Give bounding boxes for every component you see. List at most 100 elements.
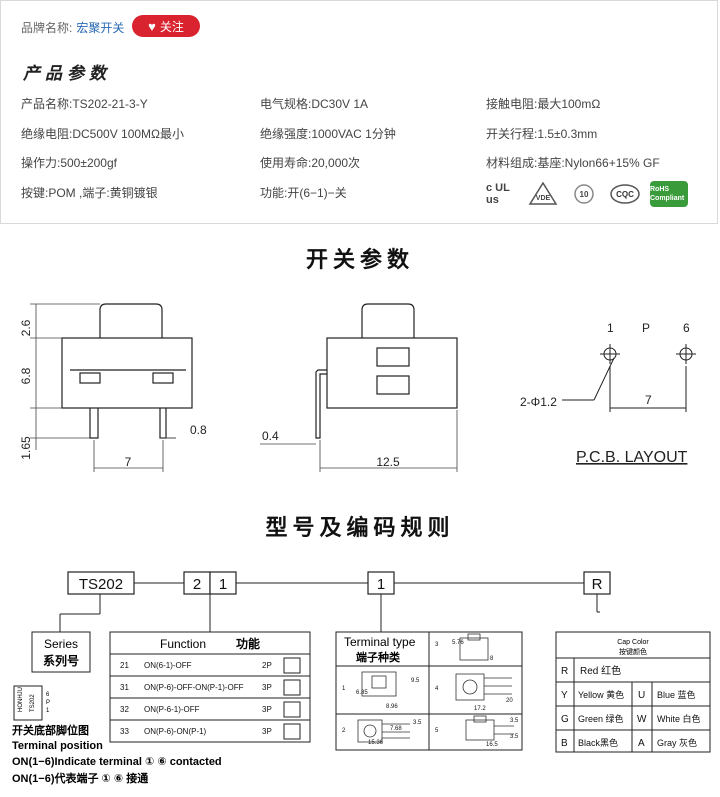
fn-p-32: 3P	[262, 705, 272, 714]
cap-title-cn: 按键颜色	[619, 647, 647, 656]
ul-cert-icon: c UL us	[486, 182, 510, 206]
pcb-pitch: 7	[645, 393, 652, 407]
param-insulation-resistance: 绝缘电阻:DC500V 100MΩ最小	[21, 127, 185, 141]
code-series: TS202	[79, 576, 123, 593]
pcb-pin-p: P	[642, 321, 650, 335]
cap-code-w: W	[637, 714, 647, 725]
code-cap: R	[592, 576, 603, 593]
cap-yellow: Yellow 黄色	[578, 689, 624, 700]
dim-0-4: 0.4	[262, 429, 279, 443]
dim-6-8: 6.8	[19, 367, 33, 384]
cap-code-g: G	[561, 714, 569, 725]
svg-text:3.5: 3.5	[510, 718, 519, 724]
svg-text:3.5: 3.5	[510, 734, 519, 740]
fn-code-33: 33	[120, 727, 129, 736]
code-digit-1: 2	[193, 576, 201, 593]
svg-text:9.5: 9.5	[411, 678, 420, 684]
svg-text:7.68: 7.68	[390, 726, 402, 732]
mini-6: 6	[46, 692, 50, 698]
function-title-cn: 功能	[236, 636, 260, 651]
svg-text:5.76: 5.76	[452, 640, 464, 646]
fn-desc-32: ON(P-6-1)-OFF	[144, 705, 200, 714]
terminal-pos-note-en: ON(1−6)Indicate terminal ① ⑥ contacted	[12, 756, 222, 768]
param-button-terminal: 按键:POM ,端子:黄铜镀银	[21, 186, 158, 200]
follow-label: 关注	[159, 19, 184, 34]
param-electrical: 电气规格:DC30V 1A	[260, 97, 369, 111]
ten-cert-icon: 10	[568, 184, 600, 204]
svg-text:CQC: CQC	[616, 190, 634, 199]
fn-p-31: 3P	[262, 683, 272, 692]
svg-text:15.36: 15.36	[368, 740, 384, 746]
cert-row: c UL us VDE 10 CQC RoHS Compliant	[486, 181, 688, 207]
rohs-cert-icon: RoHS Compliant	[650, 181, 688, 207]
param-force: 操作力:500±200gf	[21, 156, 117, 170]
switch-params-title: 开关参数	[305, 247, 414, 272]
series-en: Series	[44, 637, 78, 651]
cap-code-a: A	[638, 738, 645, 749]
mini-hon: HONHJU	[18, 687, 24, 712]
brand-row: 品牌名称: 宏聚开关	[21, 19, 124, 36]
param-life: 使用寿命:20,000次	[260, 156, 361, 170]
cap-white: White 白色	[657, 713, 701, 724]
param-function: 功能:开(6−1)−关	[260, 186, 347, 200]
param-dielectric: 绝缘强度:1000VAC 1分钟	[260, 127, 396, 141]
dimension-drawing: 2.6 6.8 1.65 0.8 7 0.4 12.5 1 P 6 2-Φ1.2…	[19, 303, 696, 472]
cap-red: Red 红色	[580, 664, 621, 677]
terminal-pos-cn: 开关底部脚位图	[12, 723, 89, 737]
fn-desc-21: ON(6-1)-OFF	[144, 661, 192, 670]
param-material: 材料组成:基座:Nylon66+15% GF	[486, 156, 660, 170]
cap-green: Green 绿色	[578, 713, 624, 724]
dim-12-5: 12.5	[376, 455, 400, 469]
svg-text:10: 10	[580, 190, 589, 199]
brand-label: 品牌名称:	[21, 21, 73, 35]
svg-text:3.5: 3.5	[413, 720, 422, 726]
cap-blue: Blue 蓝色	[657, 689, 696, 700]
cap-title-en: Cap Color	[617, 639, 649, 646]
code-terminal: 1	[377, 576, 385, 593]
mini-p: P	[46, 700, 50, 706]
section-title: 产品参数	[23, 64, 111, 84]
fn-desc-33: ON(P-6)-ON(P-1)	[144, 727, 207, 736]
terminal-type-cn: 端子种类	[356, 650, 401, 664]
fn-p-21: 2P	[262, 661, 272, 670]
vde-cert-icon: VDE	[527, 182, 559, 205]
pcb-pin-1: 1	[607, 321, 614, 335]
terminal-type-en: Terminal type	[344, 635, 416, 649]
fn-code-32: 32	[120, 705, 129, 714]
fn-code-31: 31	[120, 683, 129, 692]
tt-cell-5: 5	[435, 728, 439, 734]
fn-desc-31: ON(P-6)-OFF-ON(P-1)-OFF	[144, 683, 244, 692]
follow-button[interactable]: ♥ 关注	[132, 15, 200, 37]
tt-cell-2: 2	[342, 728, 346, 734]
param-product-name: 产品名称:TS202-21-3-Y	[21, 97, 148, 111]
mini-ts: TS202	[30, 694, 36, 712]
cap-code-r: R	[561, 666, 568, 677]
heart-icon: ♥	[148, 18, 156, 34]
brand-name-link[interactable]: 宏聚开关	[76, 21, 125, 35]
series-cn: 系列号	[43, 653, 79, 668]
cqc-cert-icon: CQC	[609, 184, 641, 204]
function-title-en: Function	[160, 637, 206, 651]
cap-code-b: B	[561, 738, 568, 749]
svg-text:8: 8	[490, 656, 494, 662]
svg-text:20: 20	[506, 698, 513, 704]
coding-title: 型号及编码规则	[265, 515, 455, 540]
tt-cell-3: 3	[435, 642, 439, 648]
terminal-pos-en: Terminal position	[12, 740, 103, 752]
mini-1: 1	[46, 708, 50, 714]
fn-code-21: 21	[120, 661, 129, 670]
svg-text:VDE: VDE	[536, 195, 551, 202]
pcb-hole: 2-Φ1.2	[520, 395, 557, 409]
product-info-card: 品牌名称: 宏聚开关 ♥ 关注 产品参数 产品名称:TS202-21-3-Y 电…	[0, 0, 718, 224]
cap-code-u: U	[638, 690, 645, 701]
tt-cell-1: 1	[342, 686, 346, 692]
cap-black: Black黑色	[578, 737, 618, 748]
param-travel: 开关行程:1.5±0.3mm	[486, 127, 598, 141]
dim-0-8: 0.8	[190, 423, 207, 437]
param-contact-resistance: 接触电阻:最大100mΩ	[486, 97, 601, 111]
coding-diagram: TS202 2 1 1 R Series 系列号 HONHJU TS202 6 …	[12, 571, 711, 785]
cap-code-y: Y	[561, 690, 568, 701]
dim-2-6: 2.6	[19, 319, 33, 336]
cap-gray: Gray 灰色	[657, 737, 697, 748]
dim-7-front: 7	[125, 455, 132, 469]
